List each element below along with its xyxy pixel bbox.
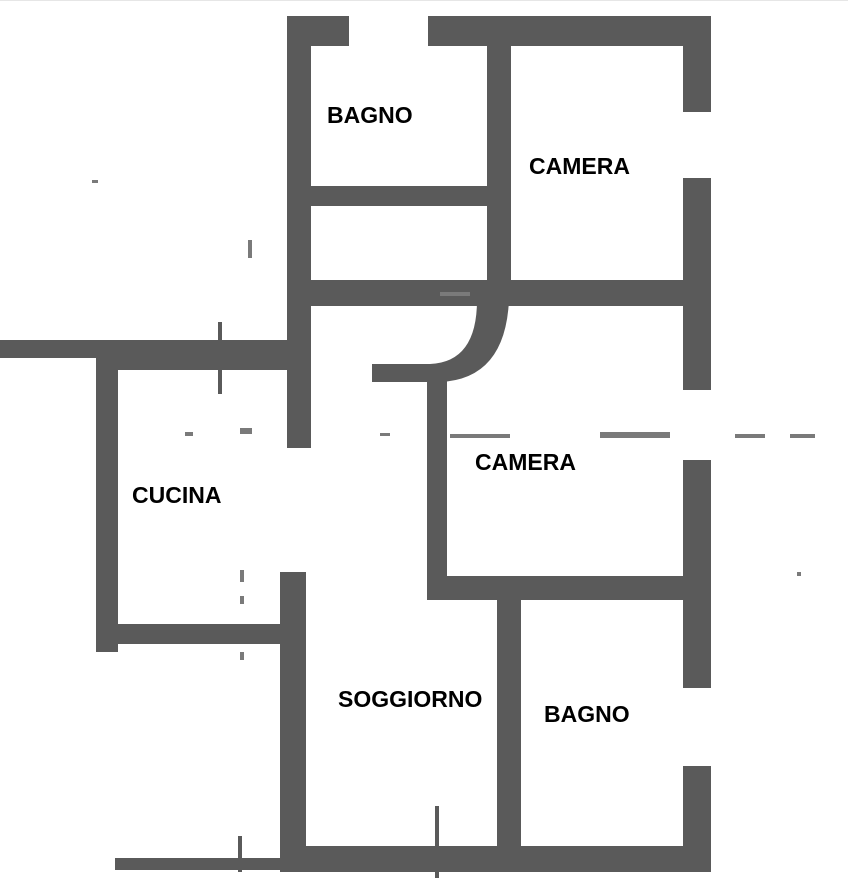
scan-mark: [240, 428, 252, 434]
wall-right-1: [683, 16, 711, 112]
wall-cucina-bottom: [96, 624, 286, 644]
scan-mark: [240, 652, 244, 660]
scan-mark: [600, 432, 670, 438]
wall-curve: [372, 300, 509, 383]
wall-upper-left: [287, 16, 311, 448]
room-label-bagno-top: BAGNO: [327, 102, 413, 128]
wall-cucina-top: [0, 340, 305, 358]
wall-bagno-bottom: [305, 186, 495, 206]
room-label-cucina: CUCINA: [132, 482, 222, 508]
scan-mark: [790, 434, 815, 438]
wall-camera-left: [427, 364, 447, 594]
scan-mark: [797, 572, 801, 576]
wall-right-3: [683, 460, 711, 688]
scan-mark: [240, 596, 244, 604]
room-label-camera-middle: CAMERA: [475, 449, 576, 475]
wall-partition-vertical-bottom: [497, 590, 521, 870]
scan-mark: [735, 434, 765, 438]
scan-mark: [440, 292, 470, 296]
fixtures: [196, 322, 439, 878]
scan-mark: [450, 434, 510, 438]
scan-mark: [380, 433, 390, 436]
top-border: [0, 0, 848, 5]
wall-bottom: [280, 846, 711, 872]
room-label-soggiorno: SOGGIORNO: [338, 686, 483, 712]
wall-top-right: [428, 16, 711, 46]
wall-partition-vertical-top: [487, 40, 511, 300]
walls: [0, 16, 711, 872]
room-label-camera-top: CAMERA: [529, 153, 630, 179]
wall-soggiorno-left: [280, 572, 306, 870]
scan-noise: [92, 180, 815, 660]
scan-mark: [240, 570, 244, 582]
scan-mark: [185, 432, 193, 436]
wall-camera-bottom: [427, 576, 711, 600]
wall-cucina-top-inner: [96, 356, 296, 370]
room-label-bagno-bottom: BAGNO: [544, 701, 630, 727]
wall-cucina-left: [96, 356, 118, 652]
scan-mark: [92, 180, 98, 183]
scan-mark: [248, 240, 252, 258]
wall-bottom-left: [115, 858, 285, 870]
